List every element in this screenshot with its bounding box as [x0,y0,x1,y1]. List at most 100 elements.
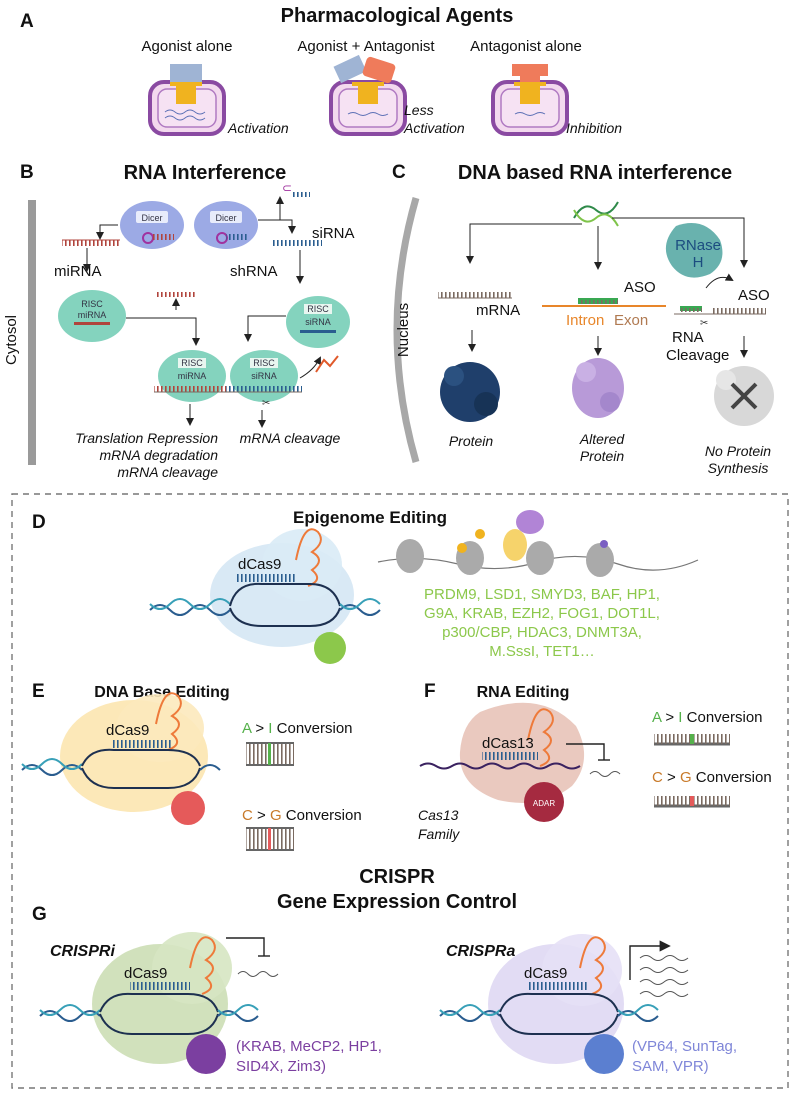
crispri-label: CRISPRi [50,943,115,960]
risc-mirna-label-2: miRNA [178,371,207,381]
cleaved-mrna-fragment [315,355,339,373]
dcas13-label: dCas13 [482,735,534,752]
adar-label: ADAR [533,799,555,808]
nucleus-membrane [393,197,420,463]
loop-fragment: ⊂ [282,181,292,195]
panel-f-title: RNA Editing [477,684,570,701]
risc-sirna-1: RISC siRNA [286,296,350,348]
mrna-label: mRNA [476,302,520,319]
no-protein-blob [714,366,774,426]
crispra-label: CRISPRa [446,943,515,960]
aso-label-1: ASO [624,279,656,296]
altered-protein-label-1: Altered [579,431,626,447]
receptor-cell-agonist: Agonist alone Activation [142,38,289,136]
sirna-duplex [272,240,322,246]
risc-mirna-2: RISC miRNA [154,350,230,402]
agonist-shape [170,64,202,82]
risc-sirna-label-2: siRNA [251,371,277,381]
altered-protein-label-2: Protein [580,448,625,464]
scissors-icon-2: ✂ [700,318,708,329]
outcome-less-activation: Activation [403,120,465,136]
intron-label: Intron [566,312,604,329]
protein-blob [440,362,500,422]
altered-protein-blob [572,358,624,418]
conv1-e: A > I Conversion [242,720,353,737]
conv1-f: A > I Conversion [652,709,763,726]
sirna-label: siRNA [312,225,355,242]
cas13-family-label-2: Family [418,826,460,842]
panel-e-title: DNA Base Editing [94,684,229,701]
outcome-activation: Activation [227,120,289,136]
dna-helix-icon [573,201,619,227]
panel-b-title: RNA Interference [124,162,287,184]
cytosol-label: Cytosol [3,315,20,365]
protein-label: Protein [449,433,494,449]
panel-c-letter: C [392,162,406,183]
rnase-label: RNase [675,237,721,254]
effector-blob-gi [186,1034,226,1074]
panel-g-letter: G [32,904,47,925]
outcome-inhibition: Inhibition [566,120,622,136]
no-protein-label-1: No Protein [705,443,771,459]
antagonist-shape [362,56,396,84]
outcome-translation-repression: Translation Repression [75,430,218,446]
dcas9-label-e: dCas9 [106,722,149,739]
rnase-h-label: H [693,254,704,271]
receptor-cell-agonist-antagonist: Agonist + Antagonist Less Activation [297,38,465,136]
no-protein-label-2: Synthesis [708,460,769,476]
panel-c-title: DNA based RNA interference [458,162,732,184]
scissors-icon: ✂ [262,398,270,409]
risc-label-4: RISC [253,358,275,368]
exon-label: Exon [614,312,648,329]
panel-f: F RNA Editing dCas13 Cas13 Family ADAR A… [418,681,772,842]
conv2-e: C > G Conversion [242,807,362,824]
panel-d: D Epigenome Editing dCas9 PRDM9, LSD1, S… [32,508,699,664]
rna-strand-f [419,762,581,770]
effector-list-line-3: p300/CBP, HDAC3, DNMT3A, [442,624,642,641]
panel-a-letter: A [20,11,34,32]
dicer-right-label: Dicer [215,213,236,223]
receptor-cell-antagonist: Antagonist alone Inhibition [470,38,622,136]
risc-mirna-label-1: miRNA [78,310,107,320]
panel-f-letter: F [424,681,436,702]
effector-list-line-1: PRDM9, LSD1, SMYD3, BAF, HP1, [424,586,660,603]
dcas9-label-ga: dCas9 [524,965,567,982]
panel-g-title-2: Gene Expression Control [277,891,517,913]
adar-enzyme: ADAR [524,782,564,822]
dcas9-label-gi: dCas9 [124,965,167,982]
panel-d-letter: D [32,512,46,533]
col-title-agonist-antagonist: Agonist + Antagonist [297,38,435,55]
risc-label-1: RISC [81,299,103,309]
outcome-mrna-cleavage-left: mRNA cleavage [117,464,218,480]
panel-a: A Pharmacological Agents Agonist alone A… [20,5,622,136]
effector-blob-ga [584,1034,624,1074]
dicer-left-label: Dicer [141,213,162,223]
risc-label-2: RISC [307,304,329,314]
risc-sirna-label-1: siRNA [305,317,331,327]
dicer-left: Dicer [120,201,184,249]
panel-c: C DNA based RNA interference Nucleus mRN… [392,162,774,476]
crispra-effectors-2: SAM, VPR) [632,1058,709,1075]
aso-label-2: ASO [738,287,770,304]
crispri-effectors-2: SID4X, Zim3) [236,1058,326,1075]
outcome-mrna-degradation: mRNA degradation [99,447,218,463]
risc-mirna-1: RISC miRNA [58,290,126,342]
chromatin-nucleosomes [377,510,699,577]
effector-list-line-4: M.SssI, TET1… [489,643,595,660]
outcome-less: Less [404,102,434,118]
panel-b-letter: B [20,162,34,183]
crispra-effectors-1: (VP64, SunTag, [632,1038,737,1055]
conv2-f: C > G Conversion [652,769,772,786]
panel-a-title: Pharmacological Agents [281,5,514,27]
outcome-mrna-cleavage-right: mRNA cleavage [240,430,341,446]
panel-e-letter: E [32,681,45,702]
dicer-right: Dicer [194,201,258,249]
rnase-h-enzyme: RNase H [665,223,723,278]
effector-list-line-2: G9A, KRAB, EZH2, FOG1, DOT1L, [424,605,660,622]
risc-sirna-2: RISC siRNA ✂ [226,350,302,409]
panel-b: B RNA Interference Cytosol Dicer Dicer ⊂… [3,162,355,480]
effector-blob-d [314,632,346,664]
panel-e: E DNA Base Editing dCas9 A > I Conversio… [21,681,362,851]
mrna-strand [438,292,512,298]
panel-d-title: Epigenome Editing [293,508,447,527]
